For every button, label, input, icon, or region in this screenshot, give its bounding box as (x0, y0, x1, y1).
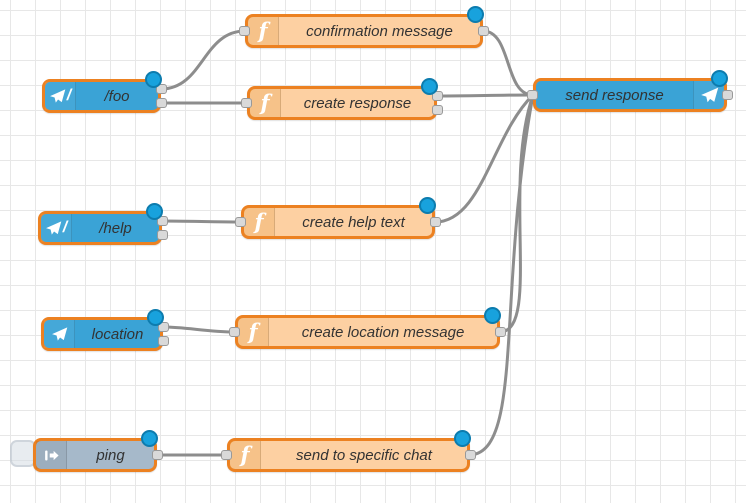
link-in-arrow-icon (44, 450, 59, 460)
function-icon: f (238, 318, 269, 346)
node-label: create help text (302, 213, 405, 231)
command-slash: / (66, 87, 72, 104)
foo-output-port-1[interactable] (156, 84, 167, 94)
changed-badge (146, 203, 163, 220)
node-location[interactable]: location (41, 309, 169, 351)
changed-badge (419, 197, 436, 214)
wire-location-to-create-location-message[interactable] (161, 325, 237, 334)
send-response-output-port[interactable] (722, 90, 733, 100)
node-create-response[interactable]: f create response (241, 78, 443, 120)
changed-badge (147, 309, 164, 326)
paper-plane-slash-icon: / (45, 82, 76, 110)
function-icon: f (248, 17, 279, 45)
create-response-input-port[interactable] (241, 98, 252, 108)
node-ping[interactable]: ping (33, 430, 163, 472)
node-foo[interactable]: / /foo (42, 71, 167, 113)
node-send-response[interactable]: send response (527, 70, 733, 112)
create-location-message-output-port[interactable] (495, 327, 506, 337)
node-label: /help (99, 219, 132, 237)
send-response-input-port[interactable] (527, 90, 538, 100)
link-in-arrow-icon (36, 441, 67, 469)
function-f-glyph: f (260, 89, 270, 115)
changed-badge (454, 430, 471, 447)
confirmation-message-output-port[interactable] (478, 26, 489, 36)
create-response-output-port-2[interactable] (432, 105, 443, 115)
paper-plane-slash-icon: / (41, 214, 72, 242)
wire-help-to-create-help-text[interactable] (160, 219, 243, 224)
node-label: ping (96, 446, 125, 464)
changed-badge (421, 78, 438, 95)
create-location-message-input-port[interactable] (229, 327, 240, 337)
location-output-port-2[interactable] (158, 336, 169, 346)
wire-create-response-to-send-response[interactable] (435, 93, 535, 98)
command-slash: / (62, 219, 68, 236)
changed-badge (711, 70, 728, 87)
node-help[interactable]: / /help (38, 203, 168, 245)
node-create-help-text[interactable]: f create help text (235, 197, 441, 239)
paper-plane-icon (45, 220, 62, 235)
wire-send-to-specific-chat-to-send-response[interactable] (468, 93, 535, 457)
node-label: confirmation message (306, 22, 453, 40)
function-icon: f (230, 441, 261, 469)
node-label: create response (303, 94, 412, 112)
changed-badge (467, 6, 484, 23)
node-label: location (91, 325, 144, 343)
node-label: create location message (301, 323, 465, 341)
wire-create-help-text-to-send-response[interactable] (433, 93, 535, 224)
create-help-text-input-port[interactable] (235, 217, 246, 227)
create-response-output-port-1[interactable] (432, 91, 443, 101)
changed-badge (141, 430, 158, 447)
node-label: /foo (104, 87, 130, 105)
paper-plane-icon (44, 320, 75, 348)
node-send-to-specific-chat[interactable]: f send to specific chat (221, 430, 476, 472)
wire-foo-to-confirmation-message[interactable] (159, 29, 247, 91)
paper-plane-icon (51, 326, 67, 341)
confirmation-message-input-port[interactable] (239, 26, 250, 36)
node-label: send to specific chat (296, 446, 432, 464)
link-port-ghost (10, 440, 36, 467)
paper-plane-icon (700, 87, 718, 102)
function-icon: f (250, 89, 281, 117)
function-f-glyph: f (254, 208, 264, 234)
paper-plane-icon (49, 88, 66, 103)
changed-badge (484, 307, 501, 324)
foo-output-port-2[interactable] (156, 98, 167, 108)
wire-create-location-message-to-send-response[interactable] (498, 93, 535, 334)
function-f-glyph: f (248, 318, 258, 344)
create-help-text-output-port[interactable] (430, 217, 441, 227)
node-confirmation-message[interactable]: f confirmation message (239, 6, 489, 48)
changed-badge (145, 71, 162, 88)
function-f-glyph: f (258, 17, 268, 43)
function-icon: f (244, 208, 275, 236)
send-to-specific-chat-input-port[interactable] (221, 450, 232, 460)
help-output-port-2[interactable] (157, 230, 168, 240)
help-output-port-1[interactable] (157, 216, 168, 226)
send-to-specific-chat-output-port[interactable] (465, 450, 476, 460)
function-f-glyph: f (240, 441, 250, 467)
wire-confirmation-message-to-send-response[interactable] (481, 29, 535, 97)
ping-output-port[interactable] (152, 450, 163, 460)
node-label: send response (565, 86, 664, 104)
location-output-port-1[interactable] (158, 322, 169, 332)
node-create-location-message[interactable]: f create location message (229, 307, 506, 349)
